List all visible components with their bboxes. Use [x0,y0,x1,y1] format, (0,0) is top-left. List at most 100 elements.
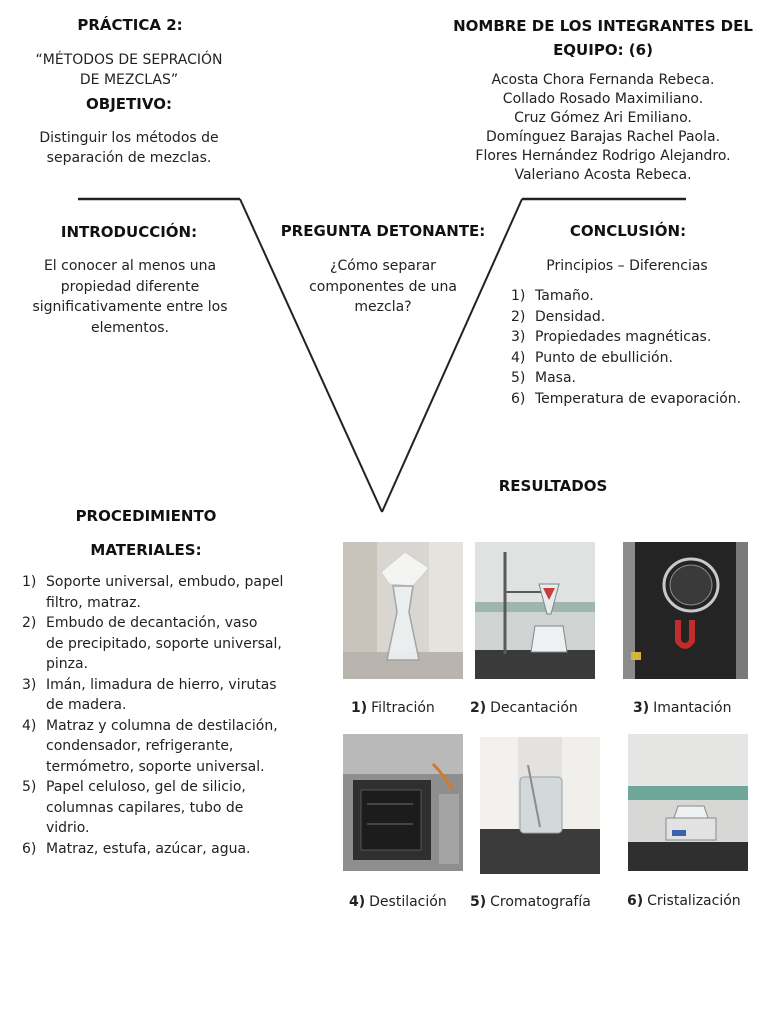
intro-text: El conocer al menos una propiedad difere… [14,256,246,338]
item-number: 1) [22,574,37,590]
caption-number: 5) [470,894,487,910]
item-number: 5) [511,370,526,386]
item-line: pinza. [46,656,89,672]
item-text: Tamaño. [535,288,594,304]
materials-title: MATERIALES: [90,541,202,559]
item-number: 2) [22,615,37,631]
item-text: Propiedades magnéticas. [535,329,712,345]
item-number: 6) [22,840,37,857]
caption-text: Cromatografía [490,894,591,910]
conclusion-item: 6)Temperatura de evaporación. [511,389,763,410]
item-line: columnas capilares, tubo de [46,799,244,816]
item-line: condensador, refrigerante, [46,738,234,754]
caption-text: Destilación [369,894,447,910]
item-number: 3) [511,329,526,345]
materials-item: 2) Embudo de decantación, vaso de precipit… [22,613,312,675]
team-member: Valeriano Acosta Rebeca. [514,167,692,183]
item-line: Embudo de decantación, vaso [46,615,258,631]
conclusion-list: 1) Tamaño. 2) Densidad. 3) Propiedades magn… [511,286,763,409]
intro-line: El conocer al menos una [43,258,217,274]
caption-text: Imantación [653,700,732,716]
team-title-line: EQUIPO: (6) [553,41,653,59]
conclusion-item: 1) Tamaño. [511,286,763,307]
photo-destilacion [343,734,463,871]
objetivo-text: Distinguir los métodos de separación de … [18,128,240,168]
materials-list: 1) Soporte universal, embudo, papel filtro… [22,572,312,859]
item-line: vidrio. [46,820,90,836]
question-text: ¿Cómo separar componentes de una mezcla? [290,256,476,318]
photo-imantacion [623,542,748,679]
team-member: Flores Hernández Rodrigo Alejandro. [475,148,731,164]
caption-cromatografia: 5)Cromatografía [470,894,591,910]
conclusion-item: 3) Propiedades magnéticas. [511,327,763,348]
photo-cromatografia [480,737,600,874]
procedure-title: PROCEDIMIENTO [75,507,217,525]
caption-text: Filtración [371,700,435,716]
intro-line: significativamente entre los [32,299,228,315]
materials-item: 3) Imán, limadura de hierro, virutas de ma… [22,675,312,716]
caption-text: Cristalización [647,893,741,909]
item-line: filtro, matraz. [46,594,141,611]
objetivo-title: OBJETIVO: [86,95,172,113]
materials-item: 4) Matraz y columna de destilación, conden… [22,716,312,778]
caption-number: 4) [349,894,366,910]
item-line: Imán, limadura de hierro, virutas [46,676,277,693]
item-line: de madera. [46,697,127,713]
team-member: Collado Rosado Maximiliano. [502,91,704,107]
item-number: 4) [22,717,37,734]
item-line: Papel celuloso, gel de silicio, [46,779,246,795]
item-line: Matraz y columna de destilación, [46,717,278,734]
conclusion-item: 4) Punto de ebullición. [511,348,763,369]
caption-text: Decantación [490,700,578,716]
photo-filtracion [343,542,463,679]
caption-number: 6) [627,893,644,909]
question-line: ¿Cómo separar [330,258,436,274]
caption-decantacion: 2)Decantación [470,700,578,716]
intro-title: INTRODUCCIÓN: [60,223,198,241]
caption-destilacion: 4)Destilación [349,894,447,910]
caption-filtracion: 1)Filtración [351,700,435,716]
item-number: 1) [511,288,526,304]
question-line: mezcla? [354,299,412,315]
intro-line: elementos. [90,319,170,336]
intro-line: propiedad diferente [60,278,200,295]
item-text: Punto de ebullición. [535,349,673,366]
item-line: de precipitado, soporte universal, [46,635,282,652]
question-title: PREGUNTA DETONANTE: [280,222,486,240]
item-text: Masa. [535,370,576,386]
item-line: Matraz, estufa, azúcar, agua. [46,840,251,857]
team-title: NOMBRE DE LOS INTEGRANTES DEL EQUIPO: (6… [448,14,758,62]
caption-number: 2) [470,700,487,716]
materials-item: 6) Matraz, estufa, azúcar, agua. [22,839,312,860]
caption-imantacion: 3)Imantación [633,700,731,716]
question-line: componentes de una [309,278,457,295]
caption-number: 3) [633,700,650,716]
conclusion-item: 2) Densidad. [511,307,763,328]
materials-item: 5) Papel celuloso, gel de silicio, columna… [22,777,312,839]
caption-number: 1) [351,700,368,716]
materials-item: 1) Soporte universal, embudo, papel filtro… [22,572,312,613]
item-number: 2) [511,308,526,325]
team-member: Acosta Chora Fernanda Rebeca. [491,72,715,88]
item-number: 3) [22,676,37,693]
item-line: termómetro, soporte universal. [46,758,265,775]
objetivo-line: separación de mezclas. [46,150,212,166]
team-title-line: NOMBRE DE LOS INTEGRANTES DEL [453,17,753,35]
item-number: 5) [22,779,37,795]
practica-subtitle: “MÉTODOS DE SEPRACIÓN DE MEZCLAS” [18,50,240,90]
item-text: Densidad. [535,308,606,325]
practica-title: PRÁCTICA 2: [77,16,183,34]
item-text: Temperatura de evaporación. [535,390,742,407]
objetivo-line: Distinguir los métodos de [39,130,219,146]
results-title: RESULTADOS [498,477,608,495]
item-line: Soporte universal, embudo, papel [46,574,284,590]
item-number: 4) [511,349,526,366]
conclusion-subtitle: Principios – Diferencias [546,258,708,274]
conclusion-title: CONCLUSIÓN: [569,222,687,240]
team-member: Domínguez Barajas Rachel Paola. [485,129,721,145]
subtitle-line: DE MEZCLAS” [79,72,179,88]
photo-cristalizacion [628,734,748,871]
caption-cristalizacion: 6)Cristalización [627,893,741,909]
team-members: Acosta Chora Fernanda Rebeca. Collado Ro… [448,71,758,185]
